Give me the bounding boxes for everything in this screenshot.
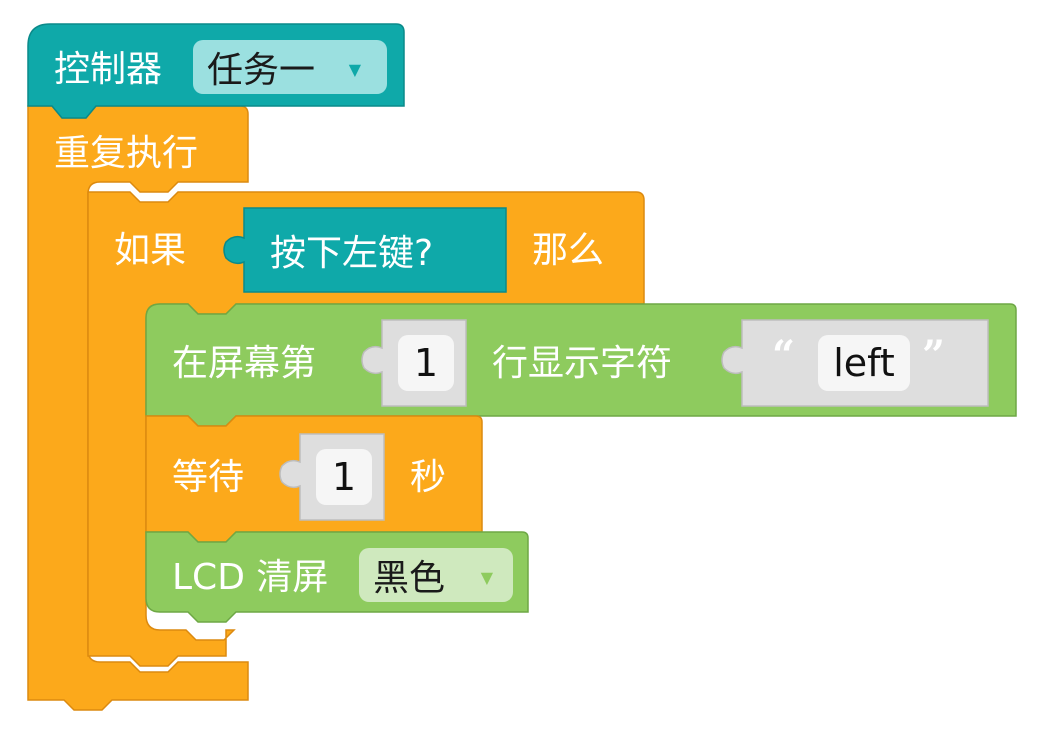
color-dropdown-value: 黑色 — [373, 558, 446, 599]
forever-label: 重复执行 — [54, 133, 199, 174]
wait-prefix: 等待 — [172, 457, 245, 498]
quote-open-icon: “ — [772, 332, 796, 379]
lcd-print-prefix: 在屏幕第 — [172, 343, 317, 384]
wait-seconds-field[interactable]: 1 — [316, 449, 372, 505]
color-dropdown[interactable]: 黑色 ▼ — [359, 548, 513, 602]
quote-close-icon: ” — [922, 332, 946, 379]
task-dropdown-value: 任务一 — [207, 50, 316, 91]
condition-block[interactable] — [223, 207, 507, 293]
lcd-print-middle: 行显示字符 — [492, 343, 673, 384]
task-dropdown[interactable]: 任务一 ▼ — [193, 40, 387, 94]
condition-label: 按下左键? — [270, 233, 434, 274]
lcd-clear-prefix: LCD 清屏 — [172, 557, 329, 598]
text-field[interactable]: left — [818, 335, 910, 391]
if-label: 如果 — [114, 230, 187, 271]
line-number-field[interactable]: 1 — [398, 335, 454, 391]
then-label: 那么 — [532, 230, 605, 271]
chevron-down-icon: ▼ — [480, 568, 493, 587]
wait-suffix: 秒 — [410, 457, 447, 498]
chevron-down-icon: ▼ — [348, 60, 361, 79]
forever-block[interactable] — [27, 105, 249, 711]
controller-label: 控制器 — [54, 49, 163, 90]
